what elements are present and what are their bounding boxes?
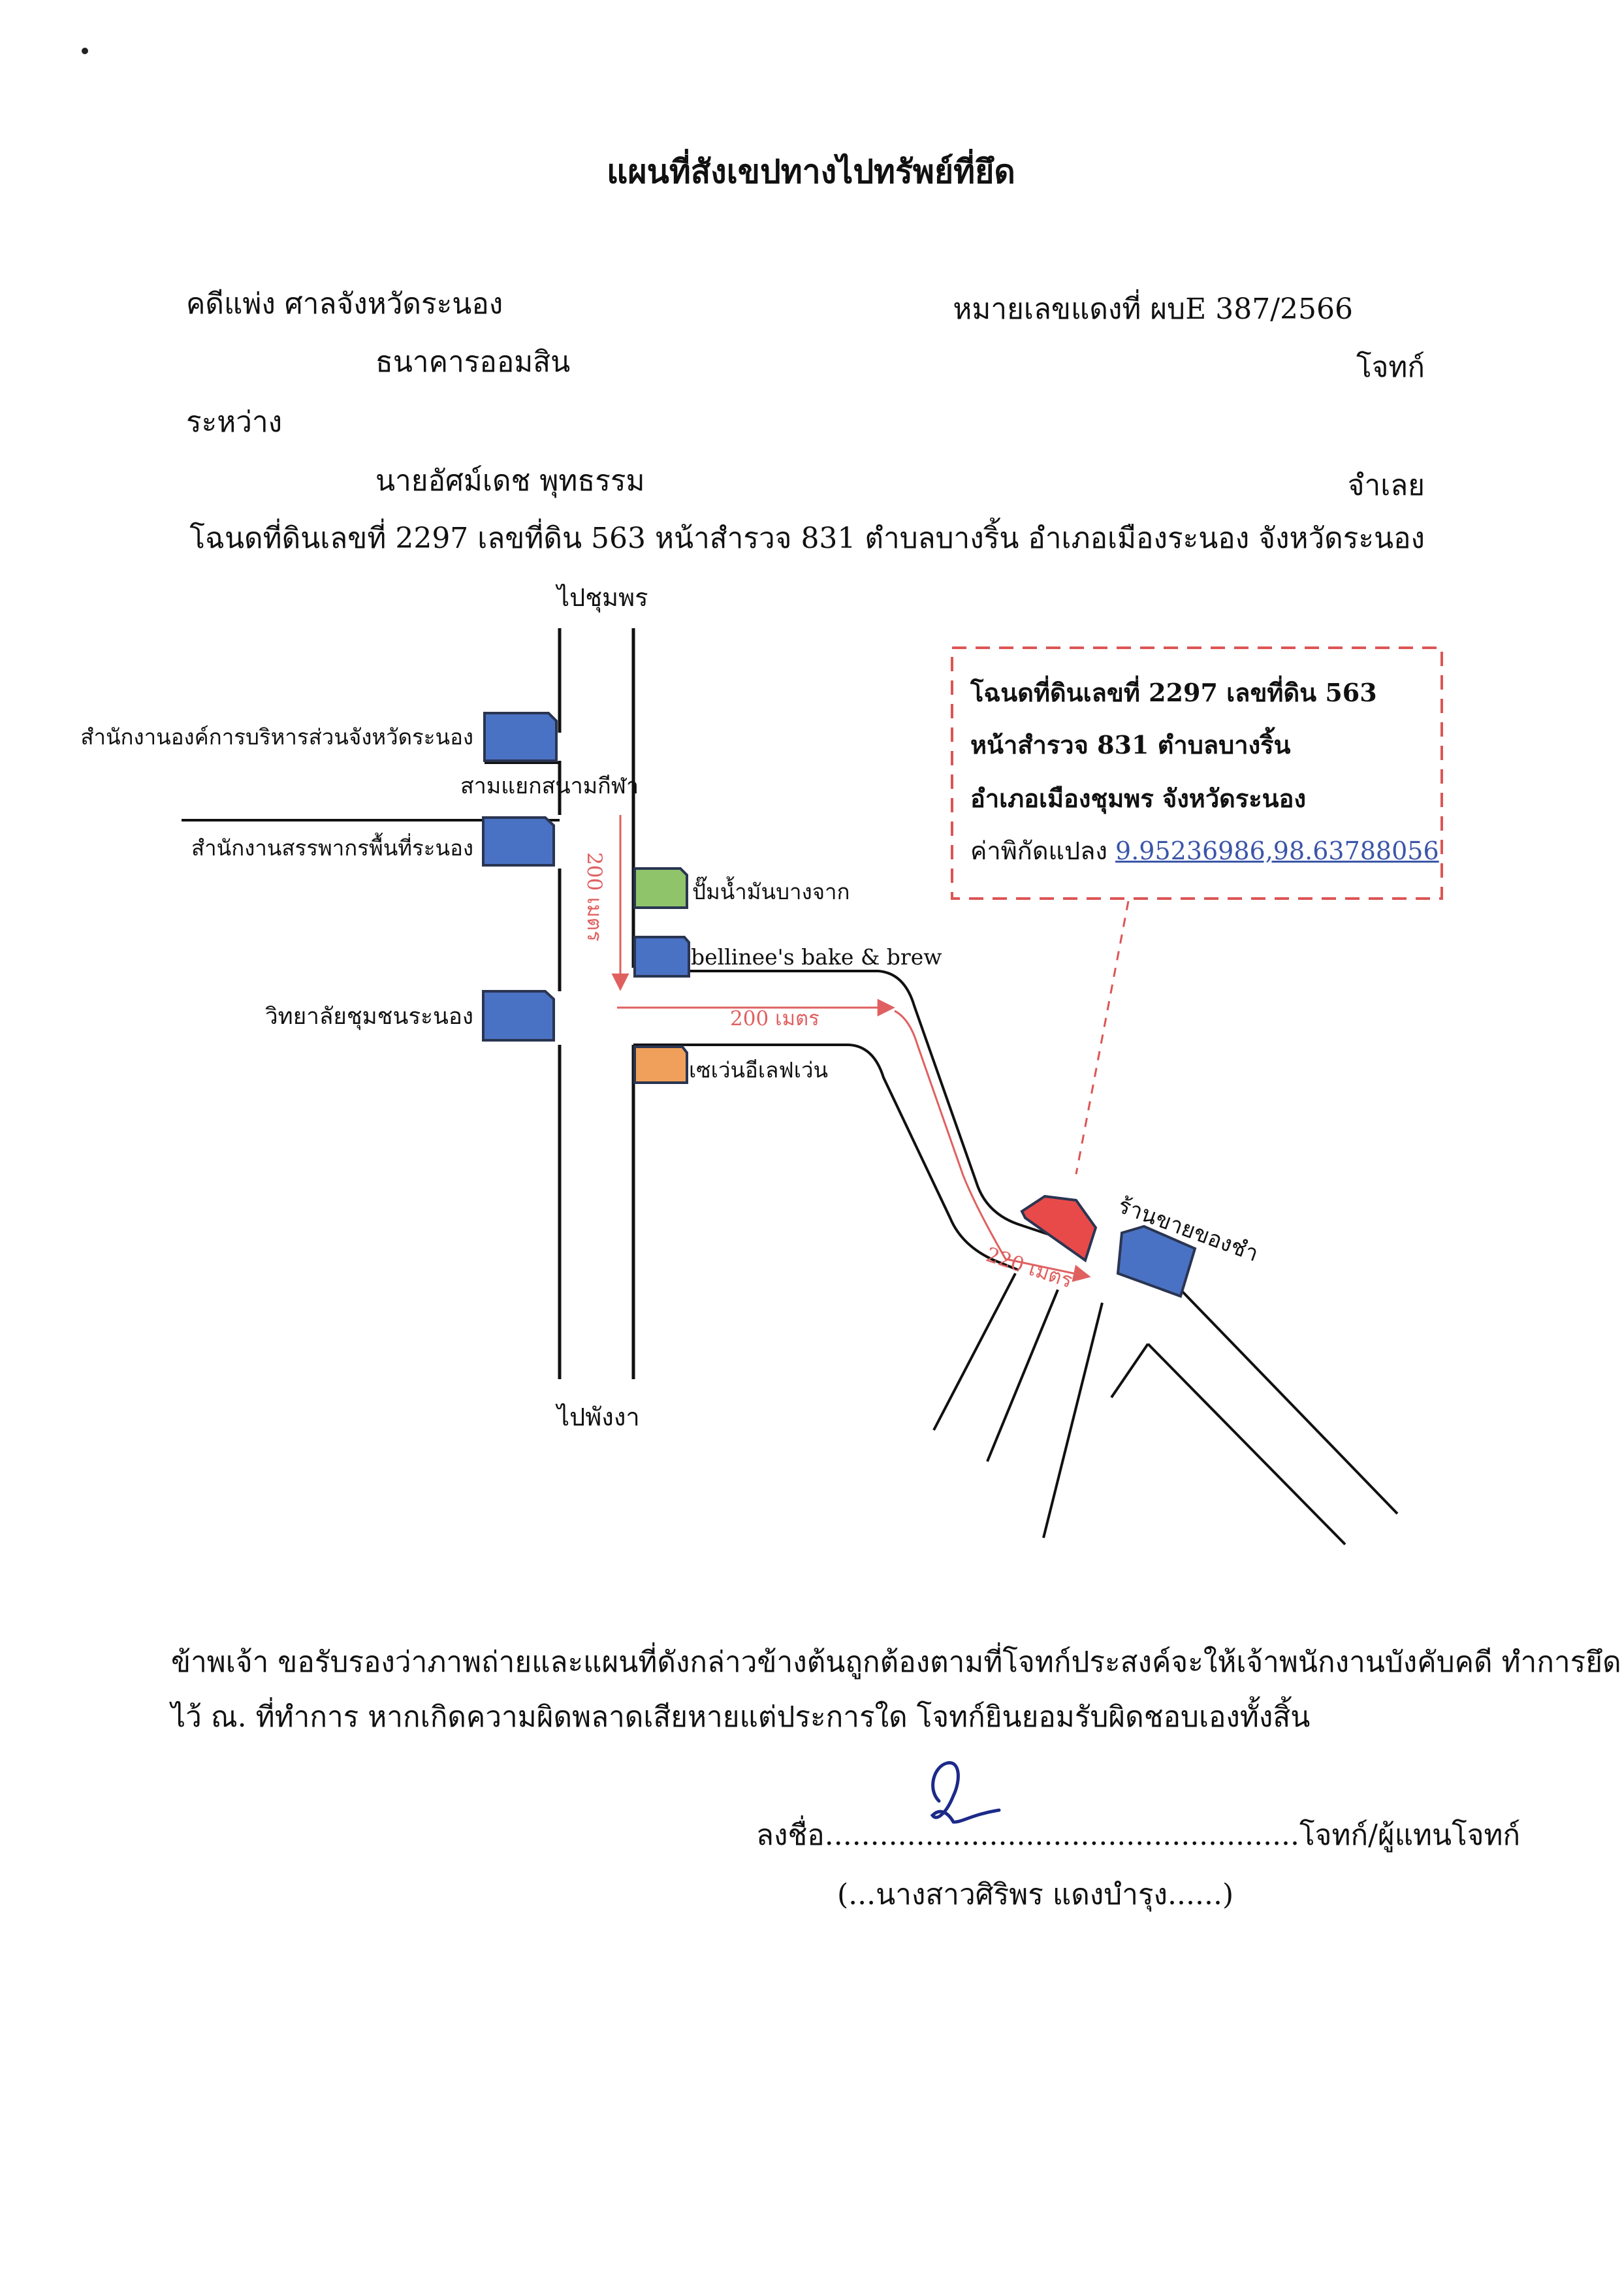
defendant-role: จำเลย <box>1347 469 1425 502</box>
document-title: แผนที่สังเขปทางไปทรัพย์ที่ยึด <box>607 152 1015 191</box>
building-admin-office <box>483 712 558 762</box>
revenue-office-label: สำนักงานสรรพากรพื้นที่ระนอง <box>191 833 473 861</box>
building-revenue-office <box>482 816 555 867</box>
callout-deed-line: โฉนดที่ดินเลขที่ 2297 เลขที่ดิน 563 <box>970 678 1377 707</box>
building-seven-eleven <box>633 1045 688 1084</box>
scan-speck <box>82 48 88 54</box>
deed-line: โฉนดที่ดินเลขที่ 2297 เลขที่ดิน 563 หน้า… <box>189 522 1425 555</box>
between-label: ระหว่าง <box>186 406 283 439</box>
distance-label-2: 200 เมตร <box>730 1007 819 1030</box>
certification-line-1: ข้าพเจ้า ขอรับรองว่าภาพถ่ายและแผนที่ดังก… <box>171 1646 1621 1679</box>
south-direction-label: ไปพังงา <box>555 1403 640 1431</box>
building-community-college <box>482 990 555 1042</box>
seven-eleven-label: เซเว่นอีเลฟเว่น <box>689 1057 828 1083</box>
signature-line: ลงชื่อ..................................… <box>756 1819 1521 1852</box>
distance-label-1: 200 เมตร <box>582 852 606 942</box>
target-property-marker <box>1020 1194 1098 1263</box>
callout-survey-line: หน้าสำรวจ 831 ตำบลบางริ้น <box>970 730 1291 759</box>
defendant-name: นายอัศม์เดช พุทธรรม <box>375 464 645 498</box>
coordinate-link[interactable]: 9.95236986,98.63788056 <box>1115 837 1439 865</box>
junction-label: สามแยกสนามกีฬา <box>460 773 639 799</box>
callout-leader <box>1075 901 1130 1175</box>
callout-coordinate-line: ค่าพิกัดแปลง 9.95236986,98.63788056 <box>970 831 1439 870</box>
plaintiff-name: ธนาคารออมสิน <box>375 345 571 379</box>
property-callout: โฉนดที่ดินเลขที่ 2297 เลขที่ดิน 563 หน้า… <box>952 648 1442 899</box>
gas-station-label: ปั๊มน้ำมันบางจาก <box>692 876 850 904</box>
case-number: หมายเลขแดงที่ ผบE 387/2566 <box>953 293 1353 326</box>
route-arrows <box>611 815 1091 1283</box>
callout-district-line: อำเภอเมืองชุมพร จังหวัดระนอง <box>970 784 1307 813</box>
building-grocery <box>1116 1224 1197 1298</box>
route-arrow-curve <box>894 1010 1091 1283</box>
signer-name: (...นางสาวศิริพร แดงบำรุง......) <box>837 1878 1234 1911</box>
admin-office-label: สำนักงานองค์การบริหารส่วนจังหวัดระนอง <box>80 724 473 750</box>
handwritten-signature <box>930 1761 1001 1824</box>
building-bakery <box>633 936 690 978</box>
callout-box <box>951 646 1443 900</box>
bakery-label: bellinee's bake & brew <box>691 944 942 970</box>
main-road <box>558 628 635 1379</box>
certification-line-2: ไว้ ณ. ที่ทำการ หากเกิดความผิดพลาดเสียหา… <box>171 1700 1311 1734</box>
north-direction-label: ไปชุมพร <box>555 583 648 613</box>
distance-label-3: 220 เมตร <box>983 1243 1075 1293</box>
coordinate-label: ค่าพิกัดแปลง <box>970 837 1107 865</box>
community-college-label: วิทยาลัยชุมชนระนอง <box>265 1004 473 1030</box>
case-type: คดีแพ่ง ศาลจังหวัดระนอง <box>186 287 503 321</box>
plaintiff-role: โจทก์ <box>1356 351 1425 384</box>
building-gas-station <box>633 867 688 909</box>
east-road <box>633 970 1049 1271</box>
branch-roads <box>932 1273 1399 1546</box>
